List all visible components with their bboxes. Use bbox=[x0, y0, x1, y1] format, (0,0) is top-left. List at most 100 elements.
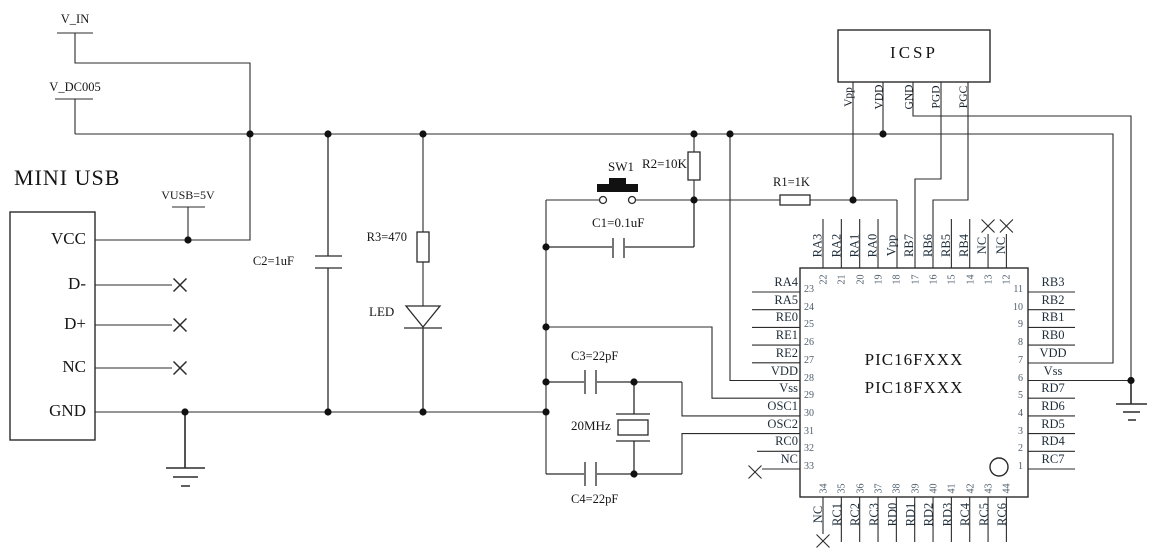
junction-dot bbox=[324, 130, 332, 138]
mcu-right-pin-num-11: 11 bbox=[1013, 284, 1023, 295]
junction-dot bbox=[726, 130, 734, 138]
r3-label: R3=470 bbox=[366, 230, 407, 244]
mcu-left-pin-label-28: VDD bbox=[770, 363, 798, 378]
no-connect-x-icon bbox=[981, 219, 995, 233]
mcu-left-pin-label-30: OSC1 bbox=[767, 398, 798, 413]
v-dc005-power-flag bbox=[55, 98, 93, 134]
right-ground-symbol bbox=[1116, 381, 1147, 421]
sw1-button-actuator bbox=[597, 178, 638, 192]
mcu-right-pin-label-5: RD7 bbox=[1041, 381, 1065, 396]
mcu-left-pin-label-25: RE0 bbox=[775, 310, 798, 325]
mcu-right-pin-label-4: RD6 bbox=[1041, 398, 1065, 413]
sw1-label: SW1 bbox=[608, 159, 634, 174]
led-label: LED bbox=[369, 304, 395, 319]
mcu-left-pin-num-23: 23 bbox=[804, 284, 814, 295]
no-connect-x-icon bbox=[816, 534, 830, 548]
mcu-right-pin-label-8: RB0 bbox=[1041, 328, 1065, 343]
v-in-power-flag bbox=[57, 32, 251, 134]
mcu-box bbox=[799, 267, 1029, 498]
no-connect-x-icon bbox=[748, 465, 762, 479]
mcu-right-pin-label-2: RD4 bbox=[1041, 434, 1065, 449]
mcu-left-pin-num-24: 24 bbox=[804, 301, 814, 313]
mcu-left-pin-num-28: 28 bbox=[804, 372, 814, 384]
led-diode bbox=[404, 305, 442, 412]
mini-usb-title: MINI USB bbox=[14, 165, 121, 190]
mcu-left-pin-label-23: RA4 bbox=[774, 275, 798, 289]
icsp-pgc-wire bbox=[932, 82, 969, 268]
mcu-top-pin-label-12-text: NC bbox=[993, 236, 1008, 254]
junction-dot bbox=[542, 243, 550, 251]
junction-dots bbox=[181, 130, 1135, 478]
usb-pin-label-d+: D+ bbox=[64, 314, 86, 333]
icsp-pin-label-vpp-text: Vpp bbox=[843, 87, 855, 107]
mcu-right-pin-label-11: RB3 bbox=[1041, 275, 1065, 289]
mcu-bottom-pin-num-44: 44 bbox=[987, 468, 1027, 508]
r1-label: R1=1K bbox=[773, 175, 810, 189]
vss29-wire bbox=[546, 326, 800, 399]
sw1-contact-left bbox=[598, 195, 608, 205]
junction-dot bbox=[324, 408, 332, 416]
junction-dot bbox=[419, 408, 427, 416]
crystal-label: 20MHz bbox=[571, 418, 611, 433]
c1-label: C1=0.1uF bbox=[592, 215, 645, 230]
mcu-pin-stubs bbox=[748, 219, 1075, 548]
junction-dot bbox=[542, 408, 550, 416]
mcu-left-pin-label-27: RE2 bbox=[775, 345, 798, 360]
v-in-label: V_IN bbox=[60, 12, 90, 26]
usb-ground-symbol bbox=[166, 412, 205, 487]
mcu-left-pin-label-32: RC0 bbox=[775, 434, 798, 449]
vusb-power-flag bbox=[172, 206, 205, 240]
mcu-left-pin-label-31: OSC2 bbox=[767, 416, 798, 431]
icsp-pin-label-vdd-text: VDD bbox=[872, 84, 885, 110]
mcu-right-pin-num-2: 2 bbox=[1018, 443, 1023, 455]
mcu-left-pin-label-29: Vss bbox=[779, 381, 798, 396]
sw1-contact-right bbox=[627, 195, 637, 205]
vcc-wire bbox=[95, 134, 251, 241]
c3-label: C3=22pF bbox=[571, 349, 619, 363]
r3-resistor-body bbox=[416, 231, 430, 263]
mcu-right-pin-num-7: 7 bbox=[1018, 354, 1023, 366]
mcu-right-pin-num-6: 6 bbox=[1018, 372, 1023, 384]
mcu-left-pin-num-29: 29 bbox=[804, 390, 814, 402]
junction-dot bbox=[181, 408, 189, 416]
mcu-right-pin-num-10: 10 bbox=[1013, 301, 1023, 313]
crystal-body bbox=[617, 419, 649, 436]
mcu-left-pin-num-27: 27 bbox=[804, 354, 814, 366]
junction-dot bbox=[184, 236, 192, 244]
c2-label: C2=1uF bbox=[252, 254, 294, 268]
mcu-left-pin-num-32: 32 bbox=[804, 443, 814, 455]
v-dc005-label: V_DC005 bbox=[49, 80, 101, 94]
icsp-pin-label-pgd-text: PGD bbox=[930, 85, 943, 109]
mcu-right-pin-label-3: RD5 bbox=[1041, 416, 1065, 431]
c3-capacitor bbox=[546, 370, 682, 394]
c4-capacitor bbox=[546, 462, 682, 486]
junction-dot bbox=[849, 196, 857, 204]
junction-dot bbox=[1127, 376, 1135, 385]
c2-capacitor bbox=[315, 134, 342, 412]
junction-dot bbox=[419, 130, 427, 138]
mcu-left-pin-label-24: RA5 bbox=[774, 292, 798, 307]
vdd28-wire bbox=[729, 134, 800, 382]
r2-resistor-body bbox=[687, 151, 701, 181]
crystal-symbol bbox=[616, 382, 650, 474]
r1-resistor-body bbox=[779, 194, 811, 206]
no-connect-x-icon bbox=[999, 219, 1014, 233]
mcu-top-pin-num-12-text: 12 bbox=[1001, 274, 1013, 284]
mcu-right-pin-num-3: 3 bbox=[1018, 425, 1023, 437]
junction-dot bbox=[690, 130, 698, 138]
mcu-right-pin-label-1: RC7 bbox=[1041, 452, 1065, 466]
mcu-name-line1: PIC16FXXX bbox=[864, 350, 964, 369]
power-rail bbox=[75, 133, 1114, 364]
mcu-name-line2: PIC18FXXX bbox=[864, 378, 964, 397]
c1-capacitor bbox=[546, 200, 695, 258]
junction-dot bbox=[630, 470, 638, 478]
junction-dot bbox=[542, 323, 550, 331]
junction-dot bbox=[246, 130, 254, 138]
mcu-right-pin-label-9: RB1 bbox=[1041, 310, 1065, 325]
vusb-label: VUSB=5V bbox=[161, 188, 215, 202]
mcu-right-pin-num-1: 1 bbox=[1018, 461, 1023, 472]
junction-dot bbox=[542, 378, 550, 386]
junction-dot bbox=[879, 130, 887, 138]
